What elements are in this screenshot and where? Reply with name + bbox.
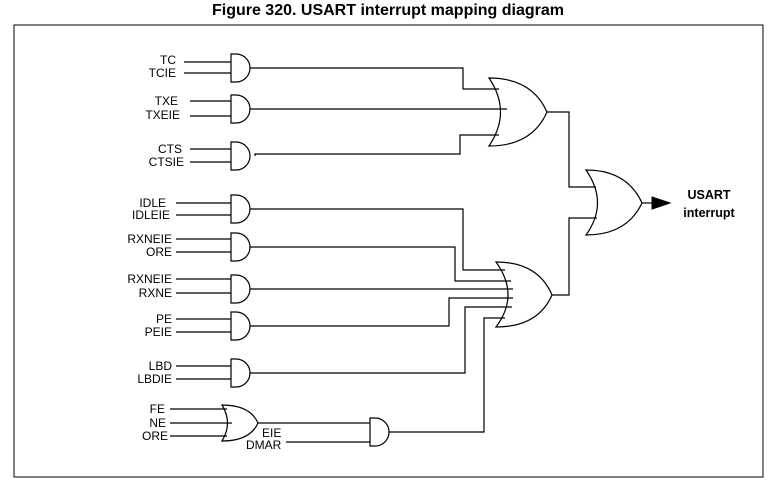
label-lbd: LBD <box>149 359 173 373</box>
label-dmar: DMAR <box>246 438 282 452</box>
label-idleie: IDLEIE <box>132 208 170 222</box>
label-rxne: RXNE <box>139 286 172 300</box>
and-gate-tc <box>184 53 251 83</box>
and-gate-lbd <box>176 358 251 388</box>
label-rxneie-1: RXNEIE <box>127 232 172 246</box>
label-fe: FE <box>150 402 165 416</box>
label-idle: IDLE <box>139 196 166 210</box>
output-arrow <box>651 196 672 210</box>
label-ctsie: CTSIE <box>149 155 184 169</box>
label-ore-1: ORE <box>146 245 172 259</box>
or-gate-errors <box>170 404 259 442</box>
and-gate-idle <box>176 194 251 224</box>
page-title: Figure 320. USART interrupt mapping diag… <box>211 2 565 19</box>
and-gate-cts <box>190 141 251 171</box>
label-pe: PE <box>156 312 172 326</box>
label-tc: TC <box>160 53 176 67</box>
label-lbdie: LBDIE <box>137 372 172 386</box>
label-cts: CTS <box>158 142 182 156</box>
label-ne: NE <box>149 416 166 430</box>
label-txeie: TXEIE <box>145 108 180 122</box>
wiring <box>250 67 672 433</box>
output-label-line1: USART <box>687 188 730 202</box>
label-peie: PEIE <box>145 325 172 339</box>
label-rxneie-2: RXNEIE <box>127 272 172 286</box>
or-gate-lower <box>494 261 553 328</box>
and-gate-rxneie-ore <box>176 232 251 262</box>
output-label: USART interrupt <box>683 188 735 220</box>
label-tcie: TCIE <box>149 66 176 80</box>
and-gate-rxneie-rxne <box>176 274 251 304</box>
and-gate-eie <box>258 417 390 447</box>
or-gate-upper <box>487 77 548 147</box>
input-labels: TC TCIE TXE TXEIE CTS CTSIE IDLE IDLEIE … <box>127 53 281 452</box>
or-gate-final <box>584 169 643 236</box>
label-txe: TXE <box>155 94 178 108</box>
output-label-line2: interrupt <box>683 206 735 220</box>
and-gate-txe <box>190 94 251 124</box>
label-eie: EIE <box>262 426 281 440</box>
label-ore-2: ORE <box>142 429 168 443</box>
and-gate-pe <box>176 311 251 341</box>
diagram-frame <box>13 24 764 478</box>
